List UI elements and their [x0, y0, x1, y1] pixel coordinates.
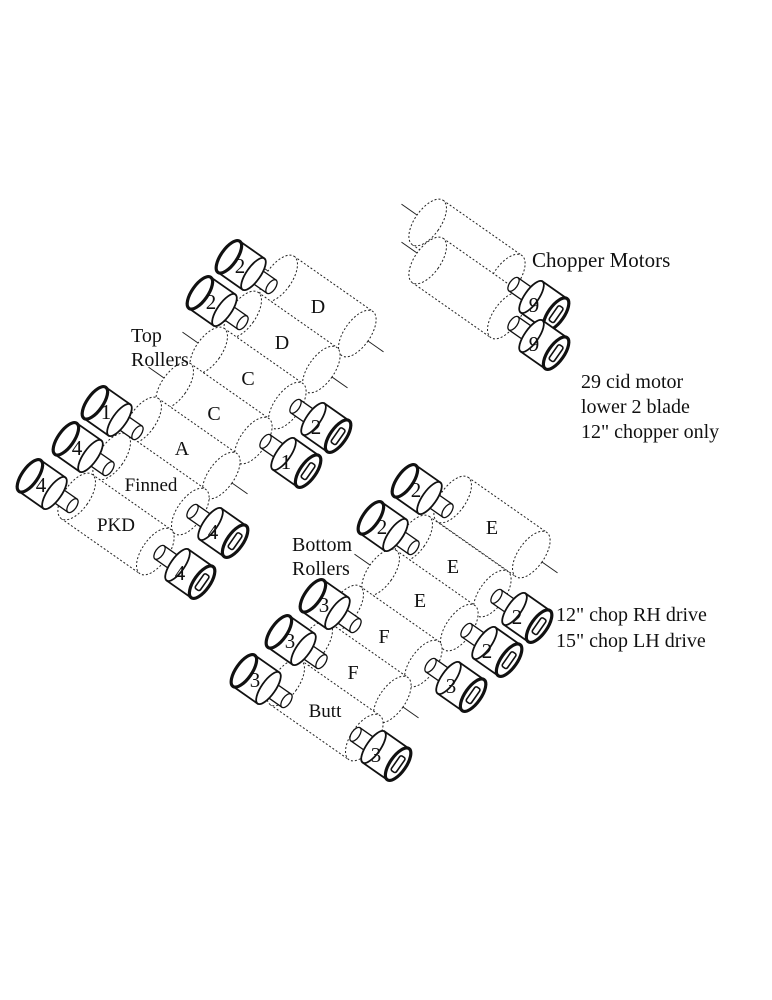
motor: 2 [390, 462, 454, 519]
motor: 1 [80, 384, 144, 441]
motor: 3 [264, 613, 328, 670]
roller-label: D [311, 296, 325, 318]
motor-slot [227, 532, 243, 551]
motor: 2 [356, 499, 420, 556]
motor-number: 9 [529, 332, 540, 356]
roller-label: D [275, 332, 289, 354]
labels-layer: Chopper Motors Top Rollers 29 cid motor … [131, 248, 719, 652]
roller-end-back [408, 236, 447, 285]
motor-number: 2 [482, 639, 493, 663]
motor-number: 4 [175, 561, 186, 585]
motor: 3 [229, 652, 293, 709]
motor-number: 4 [208, 520, 219, 544]
motor: 4 [153, 544, 217, 601]
motor-slot [531, 617, 547, 636]
roller [401, 236, 533, 340]
bottom-rollers-label-line1: Bottom [292, 534, 352, 556]
motor-number: 2 [235, 254, 246, 278]
roller-label: A [175, 438, 190, 460]
motor: 4 [186, 503, 250, 560]
motor: 9 [507, 315, 571, 372]
top-rollers-label-line2: Rollers [131, 349, 189, 371]
motor-slot [548, 344, 564, 363]
motor-end-cap [214, 238, 244, 275]
motor-number: 3 [250, 668, 261, 692]
roller: E [354, 548, 486, 652]
motor-end-cap [51, 420, 81, 457]
motor: 3 [298, 577, 362, 634]
note-line-3: 12" chopper only [581, 421, 719, 443]
motor-number: 2 [512, 605, 523, 629]
motor-number: 4 [36, 473, 47, 497]
note-line-1: 29 cid motor [581, 371, 684, 393]
motor-slot [330, 427, 346, 446]
motor-slot [194, 573, 210, 592]
roller-label: C [241, 368, 254, 390]
roller-label: C [207, 403, 220, 425]
motor-number: 1 [281, 450, 292, 474]
motor-number: 2 [411, 478, 422, 502]
roller-end-back [408, 198, 447, 247]
motor-slot [548, 305, 564, 324]
motor-end-cap [229, 652, 259, 689]
motor: 9 [507, 276, 571, 333]
roller: C [148, 361, 280, 465]
drive-line-2: 15" chop LH drive [556, 630, 706, 652]
motor-number: 2 [311, 415, 322, 439]
roller-end-front [512, 530, 551, 579]
motor-end-cap [185, 274, 215, 311]
roller-label: F [378, 626, 389, 648]
motor-slot [501, 651, 517, 670]
drive-line-1: 12" chop RH drive [556, 604, 707, 626]
bottom-rollers-label-line2: Rollers [292, 558, 350, 580]
motor-slot [390, 755, 406, 774]
roller-label: Finned [125, 475, 178, 496]
motor: 2 [289, 398, 353, 455]
roller-label: E [447, 556, 459, 578]
motor-end-cap [390, 462, 420, 499]
motor: 1 [259, 433, 323, 490]
motor-end-cap [356, 499, 386, 536]
motor-number: 3 [319, 593, 330, 617]
motor: 2 [214, 238, 278, 295]
motor-slot [300, 462, 316, 481]
motor-number: 2 [206, 290, 217, 314]
roller-label: Butt [309, 701, 342, 722]
motor: 3 [349, 726, 413, 783]
motor: 2 [490, 588, 554, 645]
motor-number: 3 [371, 743, 382, 767]
roller-label: PKD [97, 515, 135, 536]
motor-end-cap [298, 577, 328, 614]
motor-end-cap [80, 384, 110, 421]
roller-label: E [486, 517, 498, 539]
motor-end-cap [15, 457, 45, 494]
motor-number: 2 [377, 515, 388, 539]
motor: 4 [51, 420, 115, 477]
motor-slot [465, 686, 481, 705]
motor: 2 [460, 622, 524, 679]
motor: 4 [15, 457, 79, 514]
note-line-2: lower 2 blade [581, 396, 690, 418]
motor-end-cap [264, 613, 294, 650]
motor-number: 3 [446, 674, 457, 698]
motor-number: 1 [101, 400, 112, 424]
motor-number: 4 [72, 436, 83, 460]
motor: 2 [185, 274, 249, 331]
roller-end-front [338, 309, 377, 358]
roller-label: F [347, 662, 358, 684]
top-rollers-label-line1: Top [131, 325, 162, 347]
motor-number: 3 [285, 629, 296, 653]
motor-number: 9 [529, 293, 540, 317]
roller-label: E [414, 590, 426, 612]
motor: 3 [424, 657, 488, 714]
chopper-motors-label: Chopper Motors [532, 248, 670, 272]
